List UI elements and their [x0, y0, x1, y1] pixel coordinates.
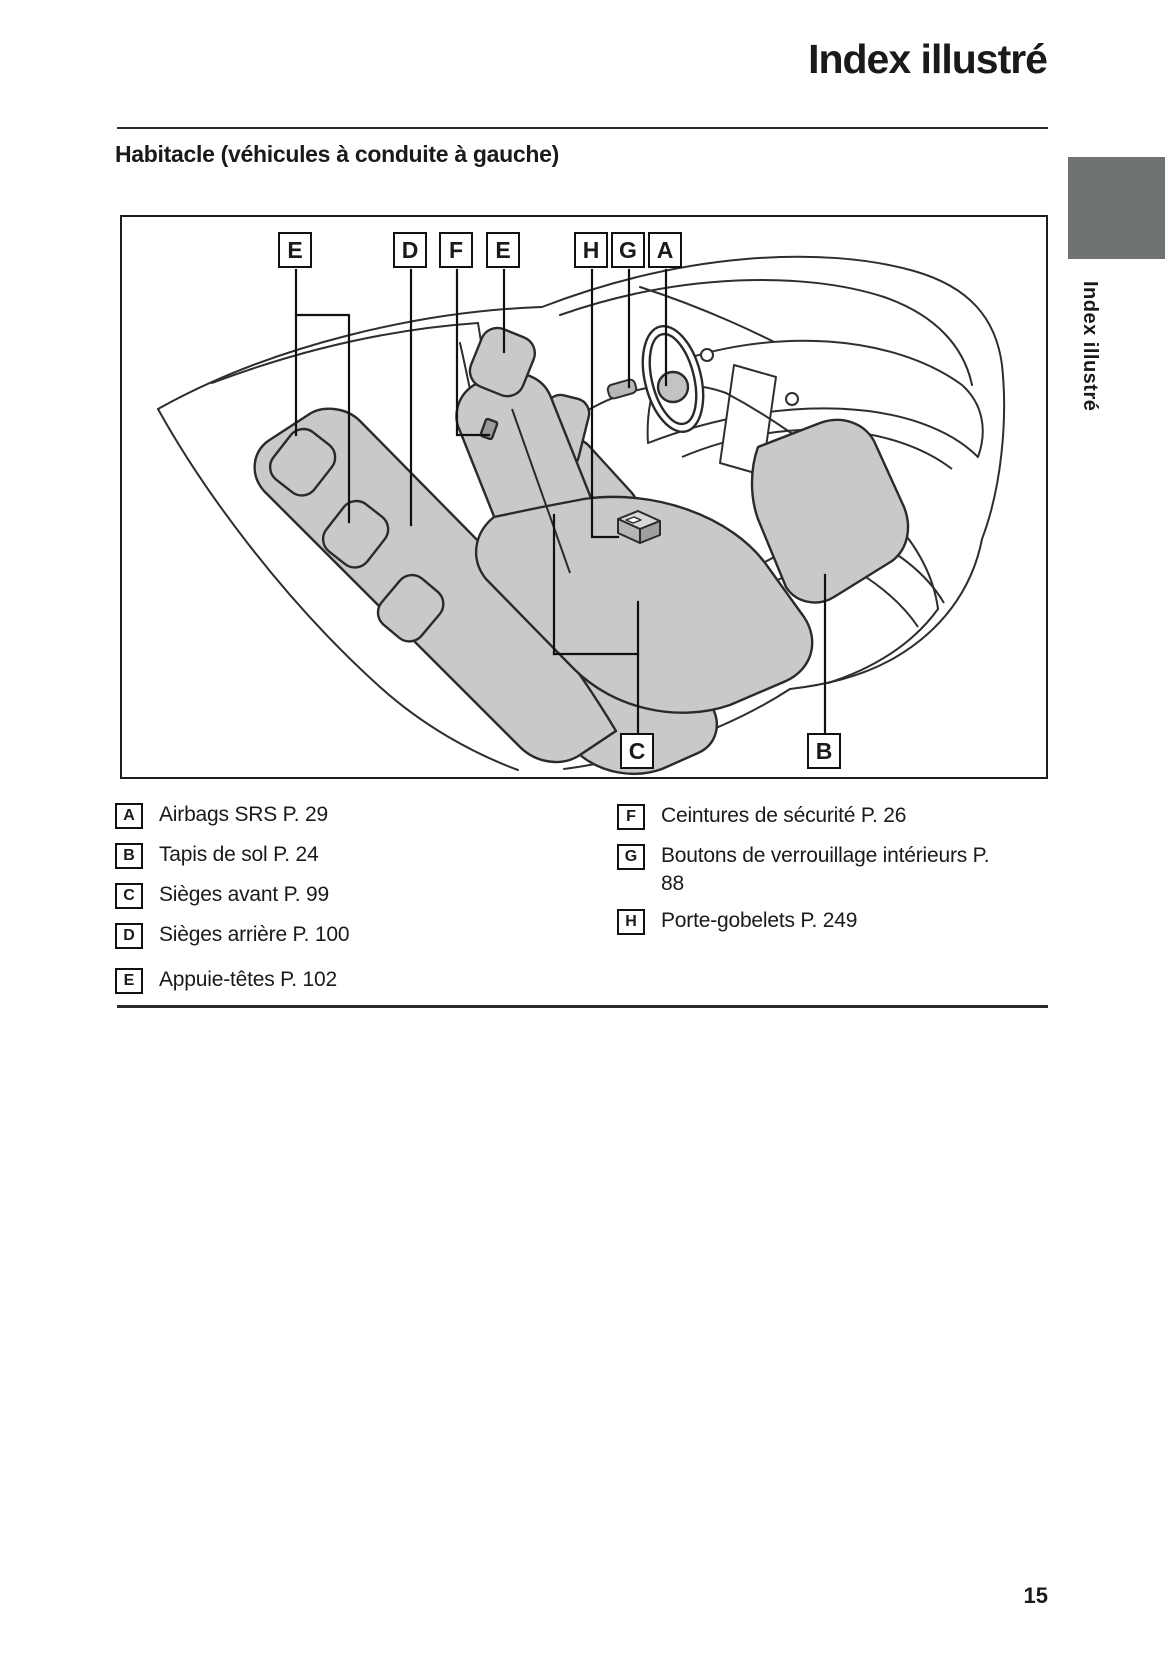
legend-row-sieges-avant: C Sièges avant P. 99	[115, 881, 329, 909]
callout-box-E-front: E	[486, 232, 520, 268]
callout-box-A: A	[648, 232, 682, 268]
callout-box-F: F	[439, 232, 473, 268]
legend-row-porte-gobelets: H Porte-gobelets P. 249	[617, 907, 991, 935]
callout-leader-lines	[294, 268, 827, 737]
passenger-seat	[455, 326, 814, 714]
legend-key-box: H	[617, 909, 645, 935]
legend-text: Boutons de verrouillage intérieurs P. 88	[661, 844, 990, 895]
legend-text: Sièges avant P. 99	[159, 883, 329, 906]
passenger-headrest	[468, 326, 537, 398]
legend-key-box: B	[115, 843, 143, 869]
legend-row-airbags: A Airbags SRS P. 29	[115, 801, 328, 829]
passenger-seat-cushion	[474, 495, 814, 714]
section-bottom-divider	[117, 1005, 1048, 1008]
legend-text: Appuie-têtes P. 102	[159, 968, 337, 991]
legend-row-ceintures: F Ceintures de sécurité P. 26	[617, 802, 991, 830]
callout-box-D: D	[393, 232, 427, 268]
leader-E-rear-branch	[294, 313, 351, 524]
callout-box-H: H	[574, 232, 608, 268]
legend-key-box: E	[115, 968, 143, 994]
legend-row-sieges-arriere: D Sièges arrière P. 100	[115, 921, 350, 949]
rear-headrest-right	[376, 573, 445, 643]
front-floor-mat	[750, 418, 910, 604]
legend-row-appuie-tetes: E Appuie-têtes P. 102	[115, 966, 337, 994]
legend-key-box: D	[115, 923, 143, 949]
title-divider	[117, 127, 1048, 129]
legend-text: Porte-gobelets P. 249	[661, 909, 858, 932]
leader-H	[590, 268, 620, 539]
legend-row-tapis: B Tapis de sol P. 24	[115, 841, 319, 869]
legend-key-box: C	[115, 883, 143, 909]
steering-airbag-pad	[656, 370, 690, 404]
legend-text: Tapis de sol P. 24	[159, 843, 319, 866]
legend-text: Airbags SRS P. 29	[159, 803, 328, 826]
legend-key-box: A	[115, 803, 143, 829]
section-heading: Habitacle (véhicules à conduite à gauche…	[115, 141, 560, 167]
legend-row-verrouillage: G Boutons de verrouillage intérieurs P. …	[617, 842, 991, 897]
legend-text: Sièges arrière P. 100	[159, 923, 350, 946]
callout-box-C: C	[620, 733, 654, 769]
door-lock-buttons	[606, 378, 638, 400]
callout-box-G: G	[611, 232, 645, 268]
rear-headrest-left	[268, 427, 337, 497]
legend-text: Ceintures de sécurité P. 26	[661, 804, 907, 827]
seat-belt	[511, 408, 571, 574]
chapter-tab	[1068, 157, 1165, 259]
callout-box-B: B	[807, 733, 841, 769]
interior-diagram-frame	[120, 215, 1048, 779]
rear-headrest-center	[321, 499, 390, 569]
page-title: Index illustré	[808, 36, 1048, 82]
leader-F	[455, 268, 491, 437]
steering-wheel	[641, 324, 705, 434]
legend-key-box: F	[617, 804, 645, 830]
car-interior-illustration	[157, 255, 1006, 775]
page-number: 15	[1023, 1583, 1048, 1608]
callout-box-E-rear: E	[278, 232, 312, 268]
chapter-tab-label: Index illustré	[1079, 281, 1101, 412]
legend-key-box: G	[617, 844, 645, 870]
cup-holder	[617, 510, 661, 544]
